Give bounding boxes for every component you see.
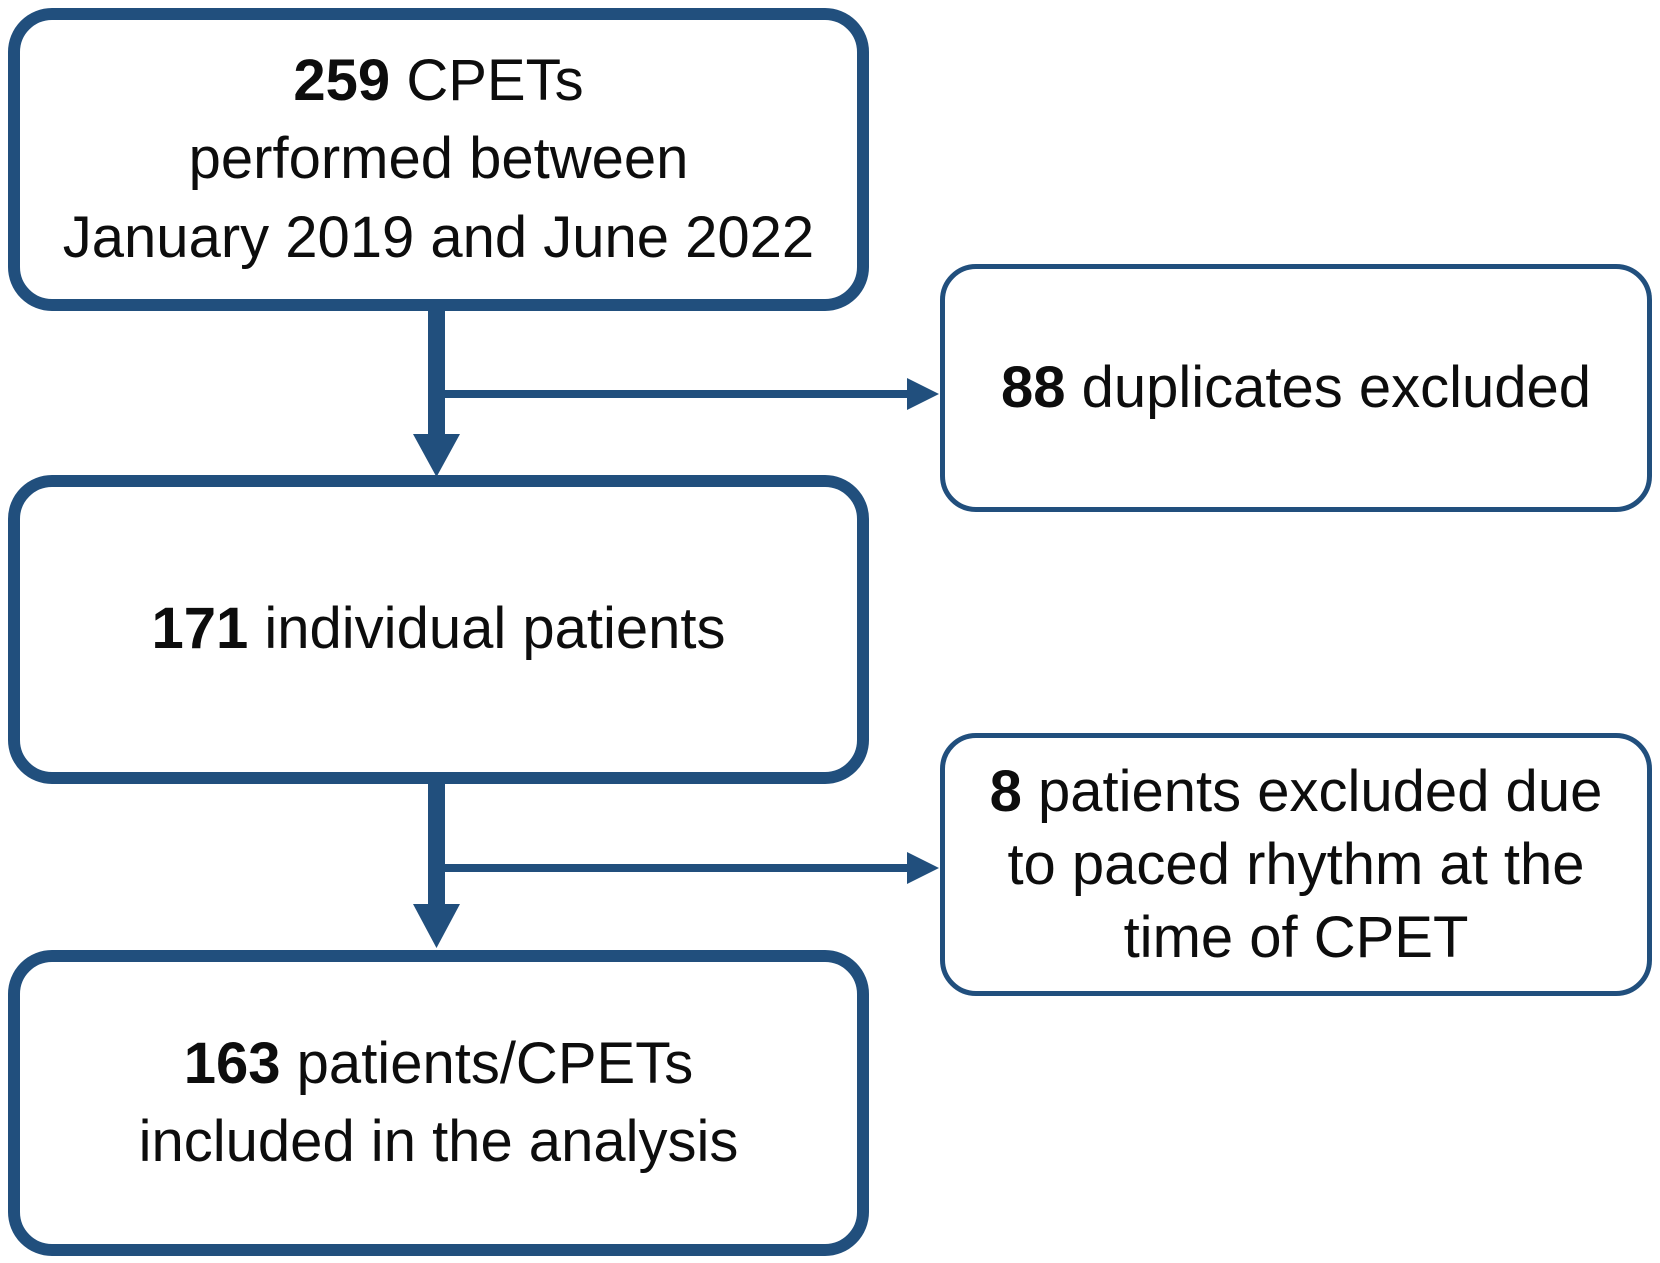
flow-box-line: 8 patients excluded due: [990, 755, 1603, 828]
flow-box-text: duplicates excluded: [1065, 355, 1592, 421]
arrow-branch-paced-rhythm: [445, 852, 939, 884]
count-paced-excluded: 8: [989, 758, 1022, 824]
arrow-down-cpets-to-patients: [413, 303, 460, 477]
flow-box-cpets-performed: 259 CPETs performed between January 2019…: [8, 8, 869, 311]
count-duplicates: 88: [1000, 355, 1066, 421]
flow-box-line: time of CPET: [1123, 905, 1469, 971]
exclusion-box-paced-rhythm: 8 patients excluded due to paced rhythm …: [940, 733, 1652, 996]
flow-box-text: patients excluded due: [1021, 758, 1603, 824]
flow-box-individual-patients: 171 individual patients: [8, 475, 869, 784]
flow-box-line: 163 patients/CPETs: [184, 1025, 693, 1103]
arrow-branch-duplicates: [445, 378, 939, 410]
count-included: 163: [183, 1030, 281, 1096]
flow-box-text: individual patients: [248, 596, 726, 662]
flow-box-line: included in the analysis: [138, 1109, 739, 1174]
count-patients: 171: [151, 596, 249, 662]
flow-box-included-in-analysis: 163 patients/CPETs included in the analy…: [8, 950, 869, 1256]
flow-box-line: 259 CPETs: [293, 42, 583, 120]
flow-box-line: January 2019 and June 2022: [62, 204, 815, 270]
flow-box-text: CPETs: [390, 48, 584, 114]
count-cpets: 259: [293, 48, 391, 114]
flow-box-line: performed between: [188, 126, 689, 192]
arrow-down-patients-to-included: [413, 778, 460, 948]
flow-box-line: to paced rhythm at the: [1007, 831, 1585, 897]
flow-box-line: 88 duplicates excluded: [1001, 351, 1591, 424]
exclusion-box-duplicates: 88 duplicates excluded: [940, 264, 1652, 512]
flow-box-line: 171 individual patients: [152, 590, 726, 668]
flow-box-text: patients/CPETs: [280, 1030, 694, 1096]
